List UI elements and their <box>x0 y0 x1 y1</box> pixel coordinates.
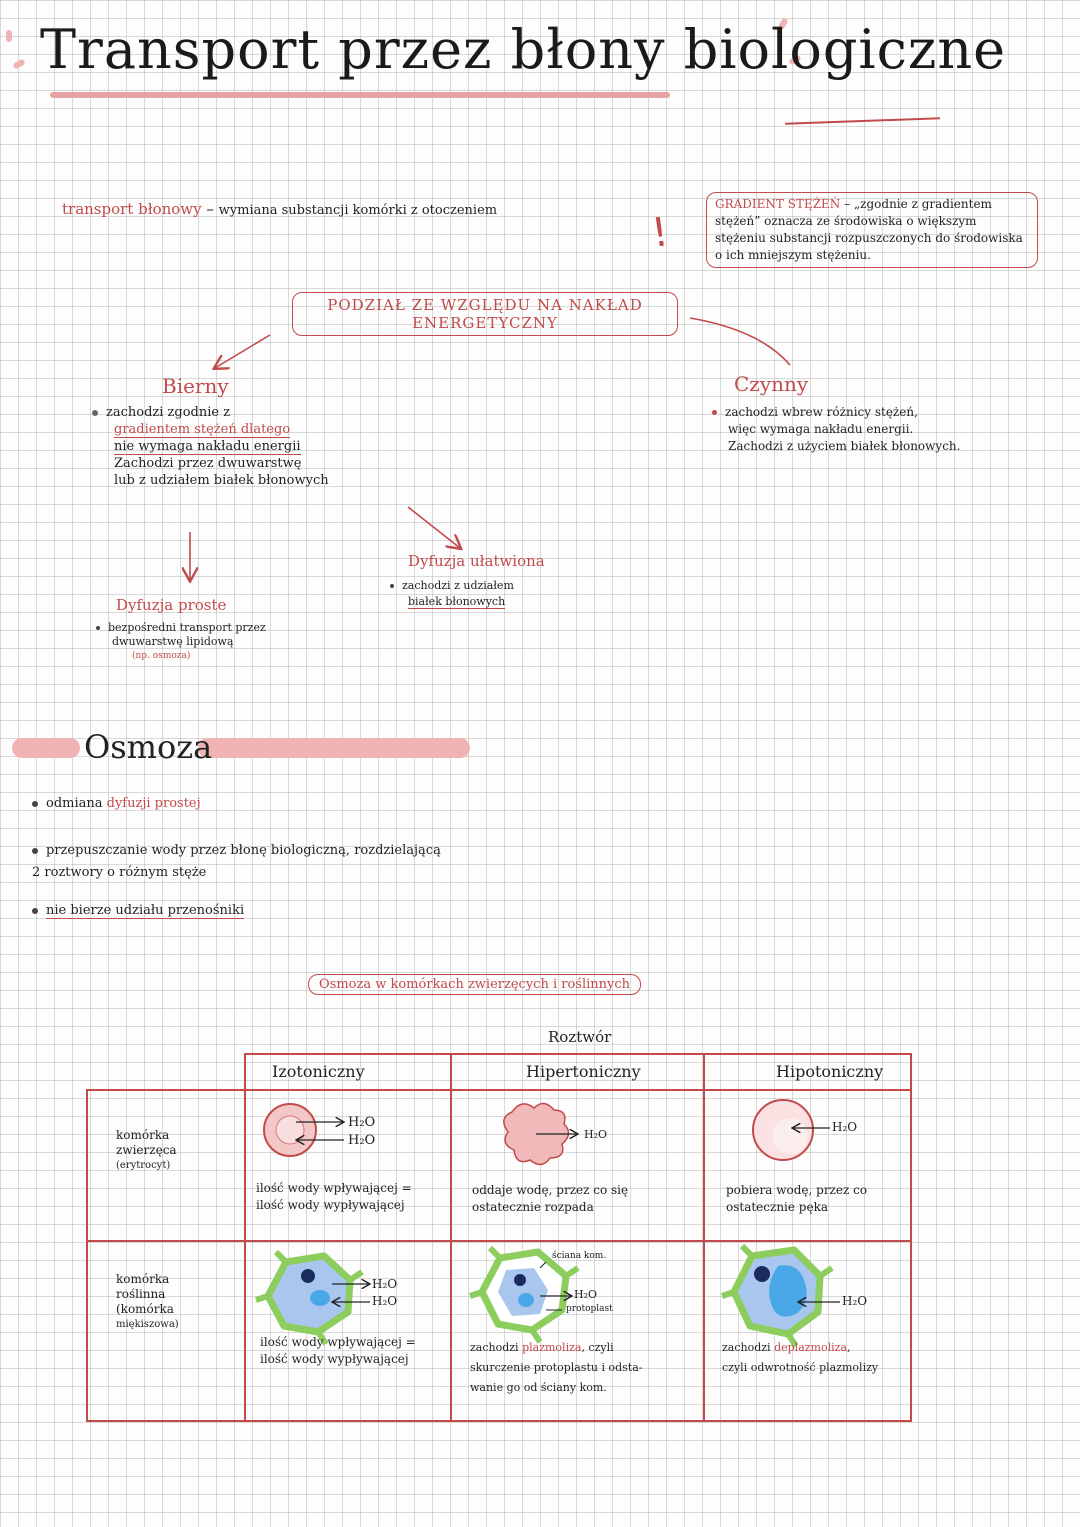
passive-line: nie wymaga nakładu energii <box>114 439 301 455</box>
plant-cell-hypotonic <box>721 1243 840 1348</box>
definition-text: wymiana substancji komórki z otoczeniem <box>218 203 498 218</box>
h2o-label: H₂O <box>574 1288 598 1301</box>
definition: transport błonowy – wymiana substancji k… <box>62 200 497 218</box>
cell-text-line: zachodzi deplazmoliza, <box>722 1341 851 1354</box>
active-list: zachodzi wbrew różnicy stężeń, więc wyma… <box>712 404 960 455</box>
cell-text: pobiera wodę, przez co ostatecznie pęka <box>726 1182 867 1216</box>
row-label-animal: komórka zwierzęca (erytrocyt) <box>116 1128 177 1173</box>
arrow-to-active <box>689 317 791 366</box>
cell-text-line: ilość wody wypływającej <box>256 1198 405 1212</box>
passive-heading: Bierny <box>162 374 229 398</box>
passive-line: Zachodzi przez dwuwarstwę <box>114 456 302 471</box>
h2o-label: H₂O <box>348 1115 376 1130</box>
passive-line: lub z udziałem białek błonowych <box>114 473 329 488</box>
h2o-labels: H₂O H₂O <box>372 1276 397 1310</box>
arrow-to-facilitated <box>407 506 460 548</box>
highlight-bar <box>198 738 470 758</box>
erythrocyte-hypertonic <box>503 1102 578 1166</box>
h2o-label: H₂O <box>348 1133 376 1148</box>
cell-text-line: czyli odwrotność plazmolizy <box>722 1361 879 1374</box>
definition-dash: – <box>206 200 214 218</box>
title-underline <box>50 92 670 98</box>
h2o-label: H₂O <box>832 1120 858 1134</box>
active-heading: Czynny <box>734 372 809 396</box>
arrow-to-passive <box>215 334 271 368</box>
osmosis-bullet-text: odmiana <box>46 796 107 811</box>
simple-list: bezpośredni transport przez dwuwarstwę l… <box>96 621 266 663</box>
cell-wall-label: ściana kom. <box>552 1251 607 1261</box>
highlight-bar <box>12 738 80 758</box>
cell-text-line: pobiera wodę, przez co <box>726 1183 868 1197</box>
active-line: więc wymaga nakładu energii. <box>728 422 914 436</box>
page-title: Transport przez błony biologiczne <box>40 18 1007 81</box>
cell-text: zachodzi plazmoliza, czyli skurczenie pr… <box>470 1338 700 1398</box>
h2o-label: H₂O <box>842 1294 868 1308</box>
facilitated-heading: Dyfuzja ułatwiona <box>408 552 545 570</box>
erythrocyte-isotonic <box>263 1103 344 1157</box>
simple-line: bezpośredni transport przez <box>108 621 266 634</box>
active-line: zachodzi wbrew różnicy stężeń, <box>725 405 918 419</box>
column-header-isotonic: Izotoniczny <box>272 1062 365 1081</box>
cell-text-line: oddaje wodę, przez co się <box>472 1183 629 1197</box>
h2o-labels: H₂O H₂O <box>348 1114 375 1150</box>
gradient-term: GRADIENT STĘŻEŃ <box>715 197 841 211</box>
cell-text: ilość wody wpływającej = ilość wody wypł… <box>260 1334 416 1368</box>
passive-list: zachodzi zgodnie z gradientem stężeń dla… <box>92 404 329 489</box>
simple-heading: Dyfuzja proste <box>116 596 227 614</box>
table-caption: Osmoza w komórkach zwierzęcych i roślinn… <box>308 974 642 995</box>
row-label-line: (komórka <box>116 1302 174 1316</box>
h2o-label: H₂O <box>372 1277 398 1291</box>
osmosis-bullet-text: przepuszczanie wody przez błonę biologic… <box>32 843 441 880</box>
solution-label: Roztwór <box>548 1028 612 1046</box>
osmosis-bullet: nie bierze udziału przenośniki <box>32 903 245 919</box>
osmosis-bullet-highlight: dyfuzji prostej <box>106 796 201 811</box>
row-label-line: komórka <box>116 1272 170 1286</box>
cell-text-line: wanie go od ściany kom. <box>470 1381 607 1394</box>
gradient-text: – „zgodnie z gradientem stężeń” oznacza … <box>715 197 1023 262</box>
cell-text: zachodzi deplazmoliza, czyli odwrotność … <box>722 1338 908 1378</box>
erythrocyte-hypotonic <box>752 1099 830 1161</box>
h2o-label: H₂O <box>372 1294 398 1308</box>
protoplast-label: protoplast <box>566 1304 613 1314</box>
osmosis-bullet: odmiana dyfuzji prostej <box>32 796 201 811</box>
facilitated-line: zachodzi z udziałem <box>402 579 514 592</box>
row-label-line: komórka <box>116 1128 170 1142</box>
cell-text: ilość wody wpływającej = ilość wody wypł… <box>256 1180 412 1214</box>
cell-text-line: ilość wody wypływającej <box>260 1352 409 1366</box>
cell-text-line: ostatecznie pęka <box>726 1200 829 1214</box>
cell-text-line: skurczenie protoplastu i odsta- <box>470 1361 643 1374</box>
cell-text-line: zachodzi plazmoliza, czyli <box>470 1341 614 1354</box>
cell-text-line: ilość wody wpływającej = <box>256 1181 412 1195</box>
cell-text-line: ostatecznie rozpada <box>472 1200 594 1214</box>
plant-cell-hypertonic <box>469 1245 580 1344</box>
row-label-line: zwierzęca <box>116 1143 177 1157</box>
definition-term: transport błonowy <box>62 200 202 218</box>
column-header-hypotonic: Hipotoniczny <box>776 1062 884 1081</box>
osmosis-bullet: przepuszczanie wody przez błonę biologic… <box>32 840 452 884</box>
facilitated-line: białek błonowych <box>408 595 506 609</box>
passive-line: gradientem stężeń dlatego <box>114 422 291 438</box>
osmosis-heading: Osmoza <box>84 728 213 766</box>
osmosis-bullet-text: nie bierze udziału przenośniki <box>46 903 245 919</box>
division-label: PODZIAŁ ZE WZGLĘDU NA NAKŁAD ENERGETYCZN… <box>292 292 678 336</box>
column-header-hypertonic: Hipertoniczny <box>526 1062 641 1081</box>
row-label-line: roślinna <box>116 1287 166 1301</box>
row-label-line: miękiszowa) <box>116 1319 179 1330</box>
row-label-plant: komórka roślinna (komórka miękiszowa) <box>116 1272 179 1332</box>
cell-text: oddaje wodę, przez co się ostatecznie ro… <box>472 1182 628 1216</box>
decor-mark <box>6 30 12 42</box>
h2o-label: H₂O <box>584 1128 608 1141</box>
plant-cell-isotonic <box>255 1249 370 1346</box>
simple-line: dwuwarstwę lipidową <box>112 635 234 648</box>
active-line: Zachodzi z użyciem białek błonowych. <box>728 439 961 453</box>
cell-text-line: ilość wody wpływającej = <box>260 1335 416 1349</box>
passive-line: zachodzi zgodnie z <box>106 405 231 420</box>
gradient-definition-box: GRADIENT STĘŻEŃ – „zgodnie z gradientem … <box>706 192 1038 268</box>
row-label-line: (erytrocyt) <box>116 1160 171 1171</box>
facilitated-list: zachodzi z udziałem białek błonowych <box>390 578 514 610</box>
simple-line: (np. osmoza) <box>132 651 191 661</box>
